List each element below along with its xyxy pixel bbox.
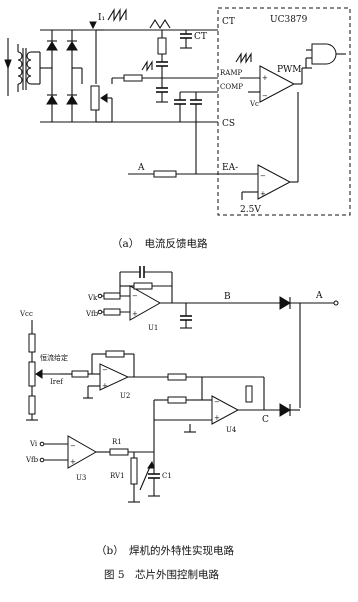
diode-c — [279, 403, 291, 417]
op-amp-u4: − + — [211, 395, 240, 425]
iref-label: Iref — [50, 378, 64, 386]
u1-feedback-resistor — [133, 282, 153, 290]
pin-cs-label: CS — [222, 119, 235, 129]
u3-label: U3 — [76, 474, 86, 482]
waveform-ramp — [141, 60, 153, 72]
pin-ramp-label: RAMP — [220, 69, 242, 77]
svg-text:+: + — [70, 458, 76, 466]
chip-name-label: UC3879 — [270, 15, 308, 25]
waveform-ct — [149, 18, 171, 30]
vcc-label: Vcc — [19, 310, 33, 318]
transformer — [4, 38, 40, 96]
vk-label: Vk — [87, 294, 98, 302]
uc3879-chip-boundary — [217, 7, 351, 216]
svg-text:−: − — [214, 398, 220, 406]
node-a-output-label: A — [315, 291, 323, 301]
pin-comp-label: COMP — [220, 83, 243, 91]
vfb2-label: Vfb — [25, 456, 39, 464]
u2-feedback-resistor — [105, 350, 125, 358]
svg-text:+: + — [260, 190, 266, 198]
svg-text:−: − — [262, 92, 268, 100]
panel-a-caption: （a） 电流反馈电路 — [112, 237, 208, 250]
panel-a-current-feedback-circuit: UC3879 — [4, 7, 351, 250]
u4-input-resistor — [167, 396, 187, 404]
u2-input-resistor — [71, 370, 89, 378]
vc-label: Vc — [249, 100, 259, 108]
svg-text:+: + — [102, 382, 108, 390]
svg-text:+: + — [262, 74, 268, 82]
setpoint-potentiometer — [28, 361, 36, 387]
pwm-comparator: + − — [240, 65, 312, 103]
resistor-r1 — [109, 448, 129, 456]
u1-input-resistor-bottom — [103, 308, 121, 316]
u2-label: U2 — [120, 392, 130, 400]
ref-2v5-label: 2.5V — [240, 205, 261, 215]
pwm-label: PWM — [277, 65, 302, 75]
op-amp-u3: − + — [67, 435, 98, 469]
svg-text:−: − — [70, 442, 76, 450]
vi-label: Vi — [29, 440, 38, 448]
node-b-label: B — [224, 292, 231, 302]
ramp-resistor — [123, 74, 143, 82]
ct-resistor — [157, 37, 167, 55]
node-c-label: C — [262, 415, 269, 425]
current-i1-label: I₁ — [98, 13, 105, 23]
rv1-label: RV1 — [110, 472, 125, 480]
u2-output-resistor — [167, 373, 187, 381]
ct-capacitor-label: CT — [194, 32, 207, 42]
resistor-rv1 — [130, 457, 138, 485]
ground-resistor — [28, 395, 36, 415]
r1-label: R1 — [112, 438, 122, 446]
op-amp-u1: − + — [129, 285, 162, 321]
u1-label: U1 — [148, 324, 158, 332]
waveform-i1 — [107, 8, 127, 22]
u1-input-resistor-top — [103, 292, 121, 300]
u4-label: U4 — [226, 426, 237, 434]
panel-b-external-characteristic-circuit: − + U1 Vk Vfb B A — [19, 266, 339, 557]
panel-b-caption: （b） 焊机的外特性实现电路 — [96, 544, 234, 557]
error-amplifier: − + — [257, 92, 299, 200]
setpoint-label: 恒流给定 — [40, 353, 68, 362]
diode-b — [279, 296, 291, 310]
ea-input-resistor — [153, 170, 177, 178]
sense-potentiometer — [90, 85, 100, 111]
svg-text:−: − — [132, 292, 138, 300]
vfb-label: Vfb — [85, 310, 99, 318]
pwm-output-gate — [311, 43, 337, 65]
c1-label: C1 — [162, 472, 172, 480]
svg-text:+: + — [132, 310, 138, 318]
node-a-label: A — [137, 163, 145, 173]
pin-ea-minus-label: EA- — [222, 163, 238, 173]
vcc-resistor — [28, 333, 36, 353]
op-amp-u2: − + — [99, 363, 130, 391]
svg-text:−: − — [102, 366, 108, 374]
svg-text:−: − — [260, 172, 266, 180]
pin-ct-label: CT — [222, 17, 235, 27]
waveform-pwm — [235, 52, 252, 64]
svg-text:+: + — [214, 414, 220, 422]
u4-feedback-resistor — [245, 385, 253, 403]
figure-caption: 图 5 芯片外围控制电路 — [104, 568, 220, 581]
bridge-rectifier — [39, 29, 96, 123]
